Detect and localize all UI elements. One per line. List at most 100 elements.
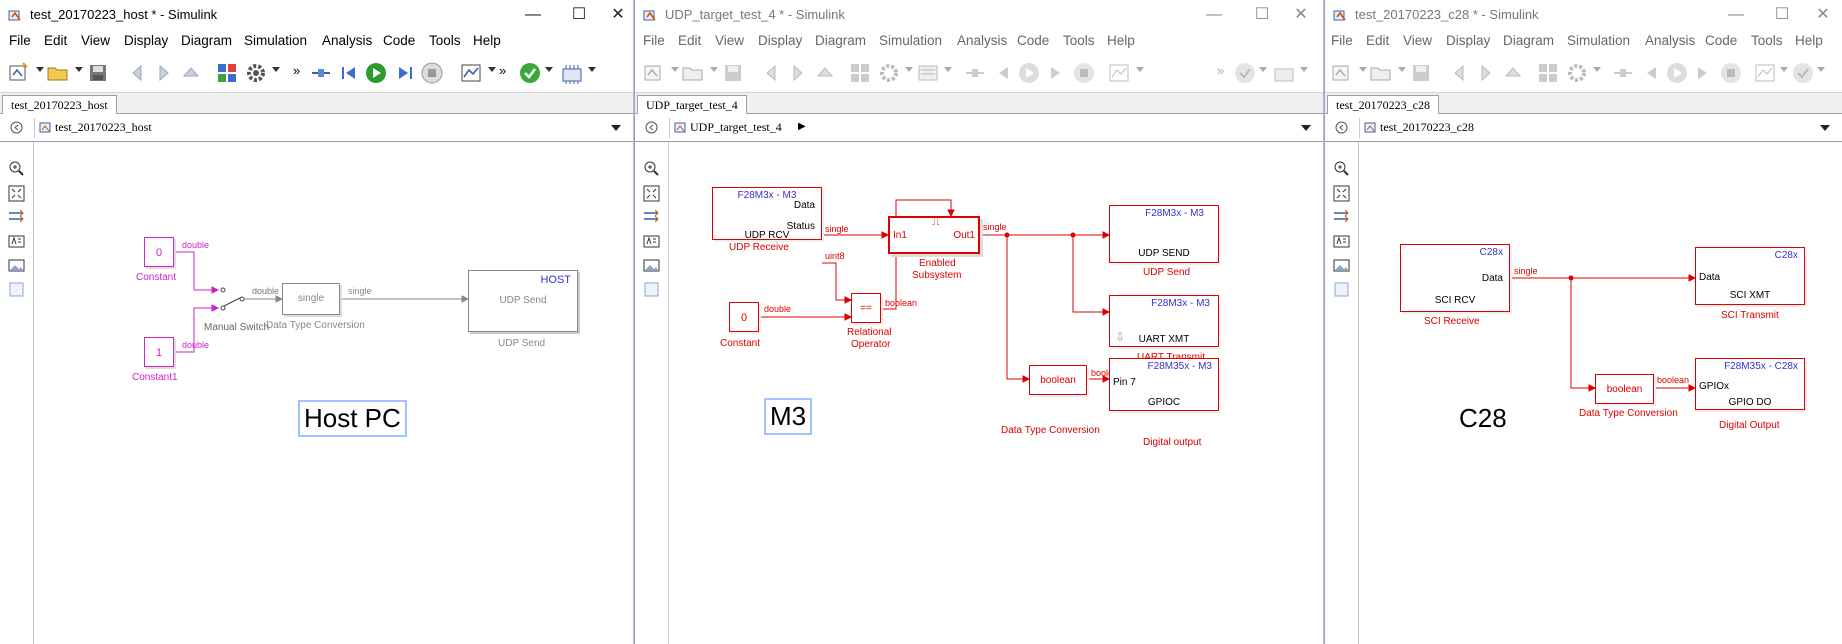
new-model-icon[interactable]: [642, 61, 666, 85]
menu-display[interactable]: Display: [1446, 33, 1491, 48]
step-forward-icon[interactable]: [1045, 61, 1069, 85]
run-icon[interactable]: [364, 61, 388, 85]
forward-arrow-icon[interactable]: [786, 61, 810, 85]
forward-arrow-icon[interactable]: [1474, 61, 1498, 85]
menu-file[interactable]: File: [1331, 33, 1353, 48]
menu-file[interactable]: File: [643, 33, 665, 48]
fit-to-view-icon[interactable]: [8, 185, 25, 202]
minimize-button[interactable]: —: [1728, 6, 1744, 23]
zoom-icon[interactable]: [643, 160, 660, 177]
model-advisor-check-icon[interactable]: [1791, 61, 1815, 85]
model-explorer-icon[interactable]: [916, 61, 940, 85]
title-bar[interactable]: UDP_target_test_4 * - Simulink — ☐ ✕: [635, 0, 1323, 30]
menu-help[interactable]: Help: [1107, 33, 1135, 48]
new-dropdown-icon[interactable]: [36, 67, 44, 72]
back-arrow-icon[interactable]: [125, 61, 149, 85]
open-folder-icon[interactable]: [681, 61, 705, 85]
build-dropdown-icon[interactable]: [1300, 67, 1308, 72]
model-path-box[interactable]: test_20170223_host: [34, 118, 629, 138]
new-dropdown-icon[interactable]: [671, 67, 679, 72]
back-arrow-icon[interactable]: [1447, 61, 1471, 85]
area-icon[interactable]: [643, 281, 660, 298]
menu-tools[interactable]: Tools: [1063, 33, 1095, 48]
stop-icon[interactable]: [420, 61, 444, 85]
annotation-icon[interactable]: [1333, 233, 1350, 250]
minimize-button[interactable]: —: [1206, 6, 1222, 23]
maximize-button[interactable]: ☐: [1254, 6, 1270, 23]
signal-routing-icon[interactable]: [8, 208, 25, 225]
more-chevron-2-icon[interactable]: »: [499, 63, 507, 78]
data-type-conversion-block[interactable]: boolean: [1595, 374, 1654, 404]
stop-icon[interactable]: [1072, 61, 1096, 85]
up-arrow-icon[interactable]: [1501, 61, 1525, 85]
digital-output-block[interactable]: F28M35x - C28x GPIOx GPIO DO: [1695, 358, 1805, 410]
more-chevron-icon[interactable]: »: [1217, 63, 1225, 78]
data-type-conversion-block[interactable]: boolean: [1029, 365, 1087, 395]
scope-dropdown-icon[interactable]: [1136, 67, 1144, 72]
open-dropdown-icon[interactable]: [75, 67, 83, 72]
hide-browser-icon[interactable]: [645, 121, 658, 134]
model-tab[interactable]: test_20170223_host: [2, 95, 117, 114]
title-bar[interactable]: test_20170223_c28 * - Simulink — ☐ ✕: [1325, 0, 1842, 30]
menu-simulation[interactable]: Simulation: [244, 33, 308, 48]
menu-diagram[interactable]: Diagram: [815, 33, 867, 48]
stop-icon[interactable]: [1719, 61, 1743, 85]
up-arrow-icon[interactable]: [179, 61, 203, 85]
zoom-icon[interactable]: [1333, 160, 1350, 177]
model-advisor-check-icon[interactable]: [1233, 61, 1257, 85]
library-browser-icon[interactable]: [1536, 61, 1560, 85]
hide-browser-icon[interactable]: [1335, 121, 1348, 134]
menu-diagram[interactable]: Diagram: [1503, 33, 1555, 48]
model-path-box[interactable]: test_20170223_c28: [1359, 118, 1838, 138]
c28-annotation[interactable]: C28: [1459, 403, 1507, 433]
advisor-dropdown-icon[interactable]: [1259, 67, 1267, 72]
open-folder-icon[interactable]: [1369, 61, 1393, 85]
fit-to-view-icon[interactable]: [1333, 185, 1350, 202]
image-icon[interactable]: [1333, 257, 1350, 274]
connect-target-icon[interactable]: [1611, 61, 1635, 85]
menu-diagram[interactable]: Diagram: [181, 33, 233, 48]
model-tab[interactable]: UDP_target_test_4: [637, 95, 747, 114]
menu-help[interactable]: Help: [1795, 33, 1823, 48]
path-dropdown-icon[interactable]: [611, 125, 621, 131]
library-browser-icon[interactable]: [848, 61, 872, 85]
udp-receive-block[interactable]: F28M3x - M3 Data Status UDP RCV: [712, 187, 822, 241]
menu-analysis[interactable]: Analysis: [957, 33, 1008, 48]
udp-send-block[interactable]: HOST UDP Send: [468, 270, 578, 332]
annotation-icon[interactable]: [8, 233, 25, 250]
sci-receive-block[interactable]: C28x Data SCI RCV: [1400, 244, 1510, 312]
model-advisor-check-icon[interactable]: [518, 61, 542, 85]
menu-help[interactable]: Help: [473, 33, 501, 48]
close-button[interactable]: ✕: [1294, 6, 1308, 23]
menu-simulation[interactable]: Simulation: [1567, 33, 1631, 48]
menu-analysis[interactable]: Analysis: [1645, 33, 1696, 48]
save-icon[interactable]: [721, 61, 745, 85]
up-arrow-icon[interactable]: [813, 61, 837, 85]
library-browser-icon[interactable]: [215, 61, 239, 85]
scope-dropdown-icon[interactable]: [488, 67, 496, 72]
new-model-icon[interactable]: [1330, 61, 1354, 85]
menu-view[interactable]: View: [81, 33, 111, 48]
open-dropdown-icon[interactable]: [710, 67, 718, 72]
run-icon[interactable]: [1017, 61, 1041, 85]
step-forward-icon[interactable]: [393, 61, 417, 85]
open-folder-icon[interactable]: [46, 61, 70, 85]
enabled-subsystem-block[interactable]: ⎍ In1 Out1: [888, 216, 980, 254]
area-icon[interactable]: [1333, 281, 1350, 298]
more-chevron-icon[interactable]: »: [293, 63, 301, 78]
settings-gear-icon[interactable]: [1565, 61, 1589, 85]
menu-tools[interactable]: Tools: [429, 33, 461, 48]
menu-edit[interactable]: Edit: [44, 33, 68, 48]
host-pc-annotation[interactable]: Host PC: [298, 400, 407, 437]
scope-data-inspector-icon[interactable]: [1107, 61, 1131, 85]
path-expand-icon[interactable]: ▶: [798, 121, 806, 132]
zoom-icon[interactable]: [8, 160, 25, 177]
model-canvas[interactable]: C28x Data SCI RCV single SCI Receive C28…: [1359, 142, 1842, 644]
signal-routing-icon[interactable]: [643, 208, 660, 225]
advisor-dropdown-icon[interactable]: [545, 67, 553, 72]
menu-edit[interactable]: Edit: [678, 33, 702, 48]
path-dropdown-icon[interactable]: [1301, 125, 1311, 131]
title-bar[interactable]: test_20170223_host * - Simulink — ☐ ✕: [0, 0, 633, 30]
image-icon[interactable]: [643, 257, 660, 274]
advisor-dropdown-icon[interactable]: [1817, 67, 1825, 72]
